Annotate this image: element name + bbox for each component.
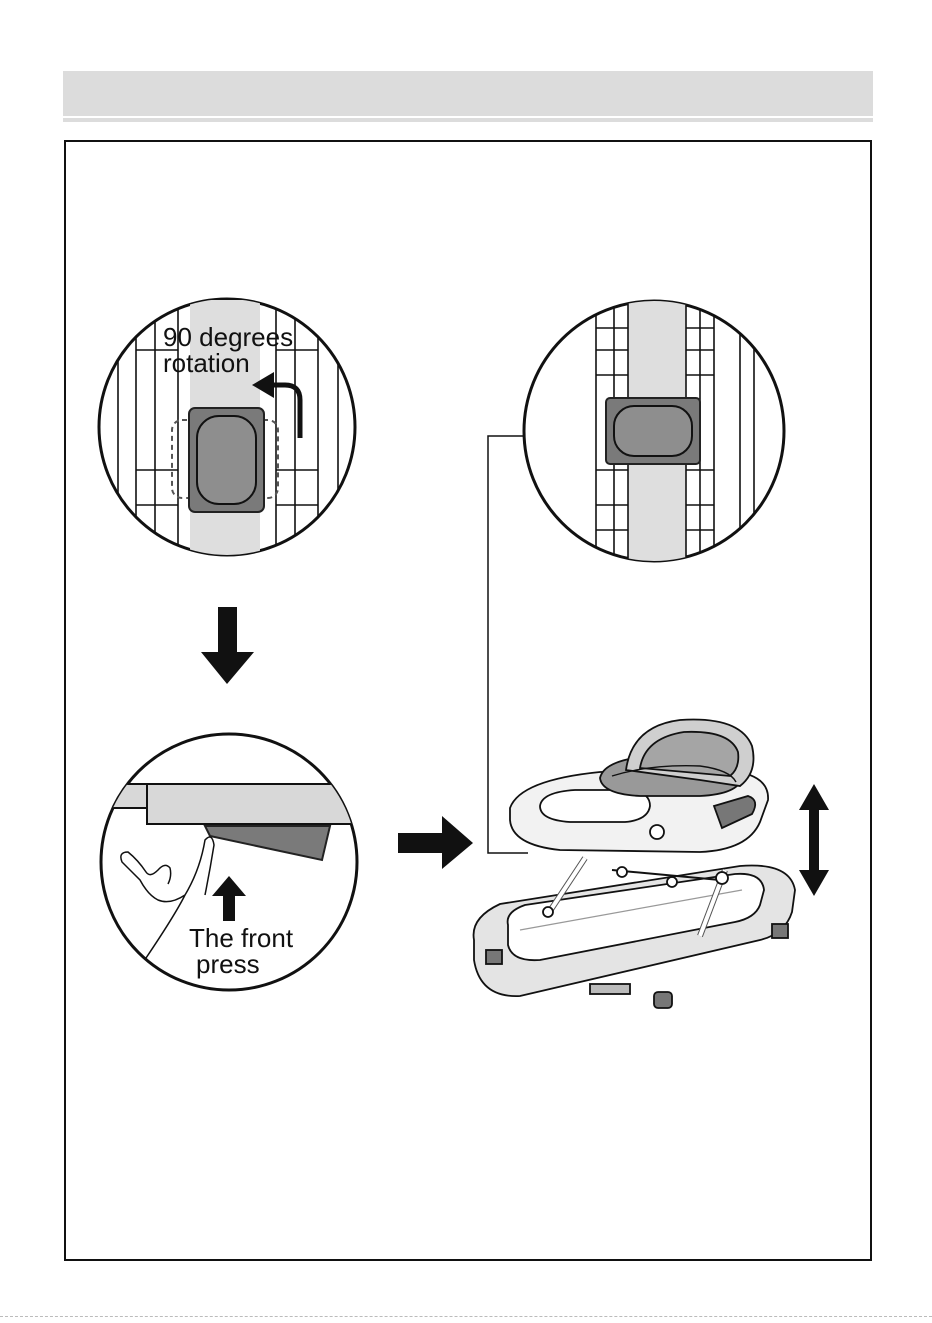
- detail-circle-rotation: 90 degrees rotation: [99, 290, 355, 560]
- rotation-label-line2: rotation: [163, 348, 250, 378]
- front-press-label-line2: press: [196, 949, 260, 979]
- leader-line: [488, 436, 528, 853]
- height-adjust-arrow-icon: [799, 784, 829, 896]
- detail-circle-locked: [524, 300, 784, 562]
- baby-walker-illustration: [474, 720, 795, 1008]
- page-bottom-rule: [0, 1316, 932, 1317]
- right-arrow-icon: [398, 816, 473, 869]
- down-arrow-icon: [201, 607, 254, 684]
- detail-circle-front-press: The front press: [90, 734, 367, 990]
